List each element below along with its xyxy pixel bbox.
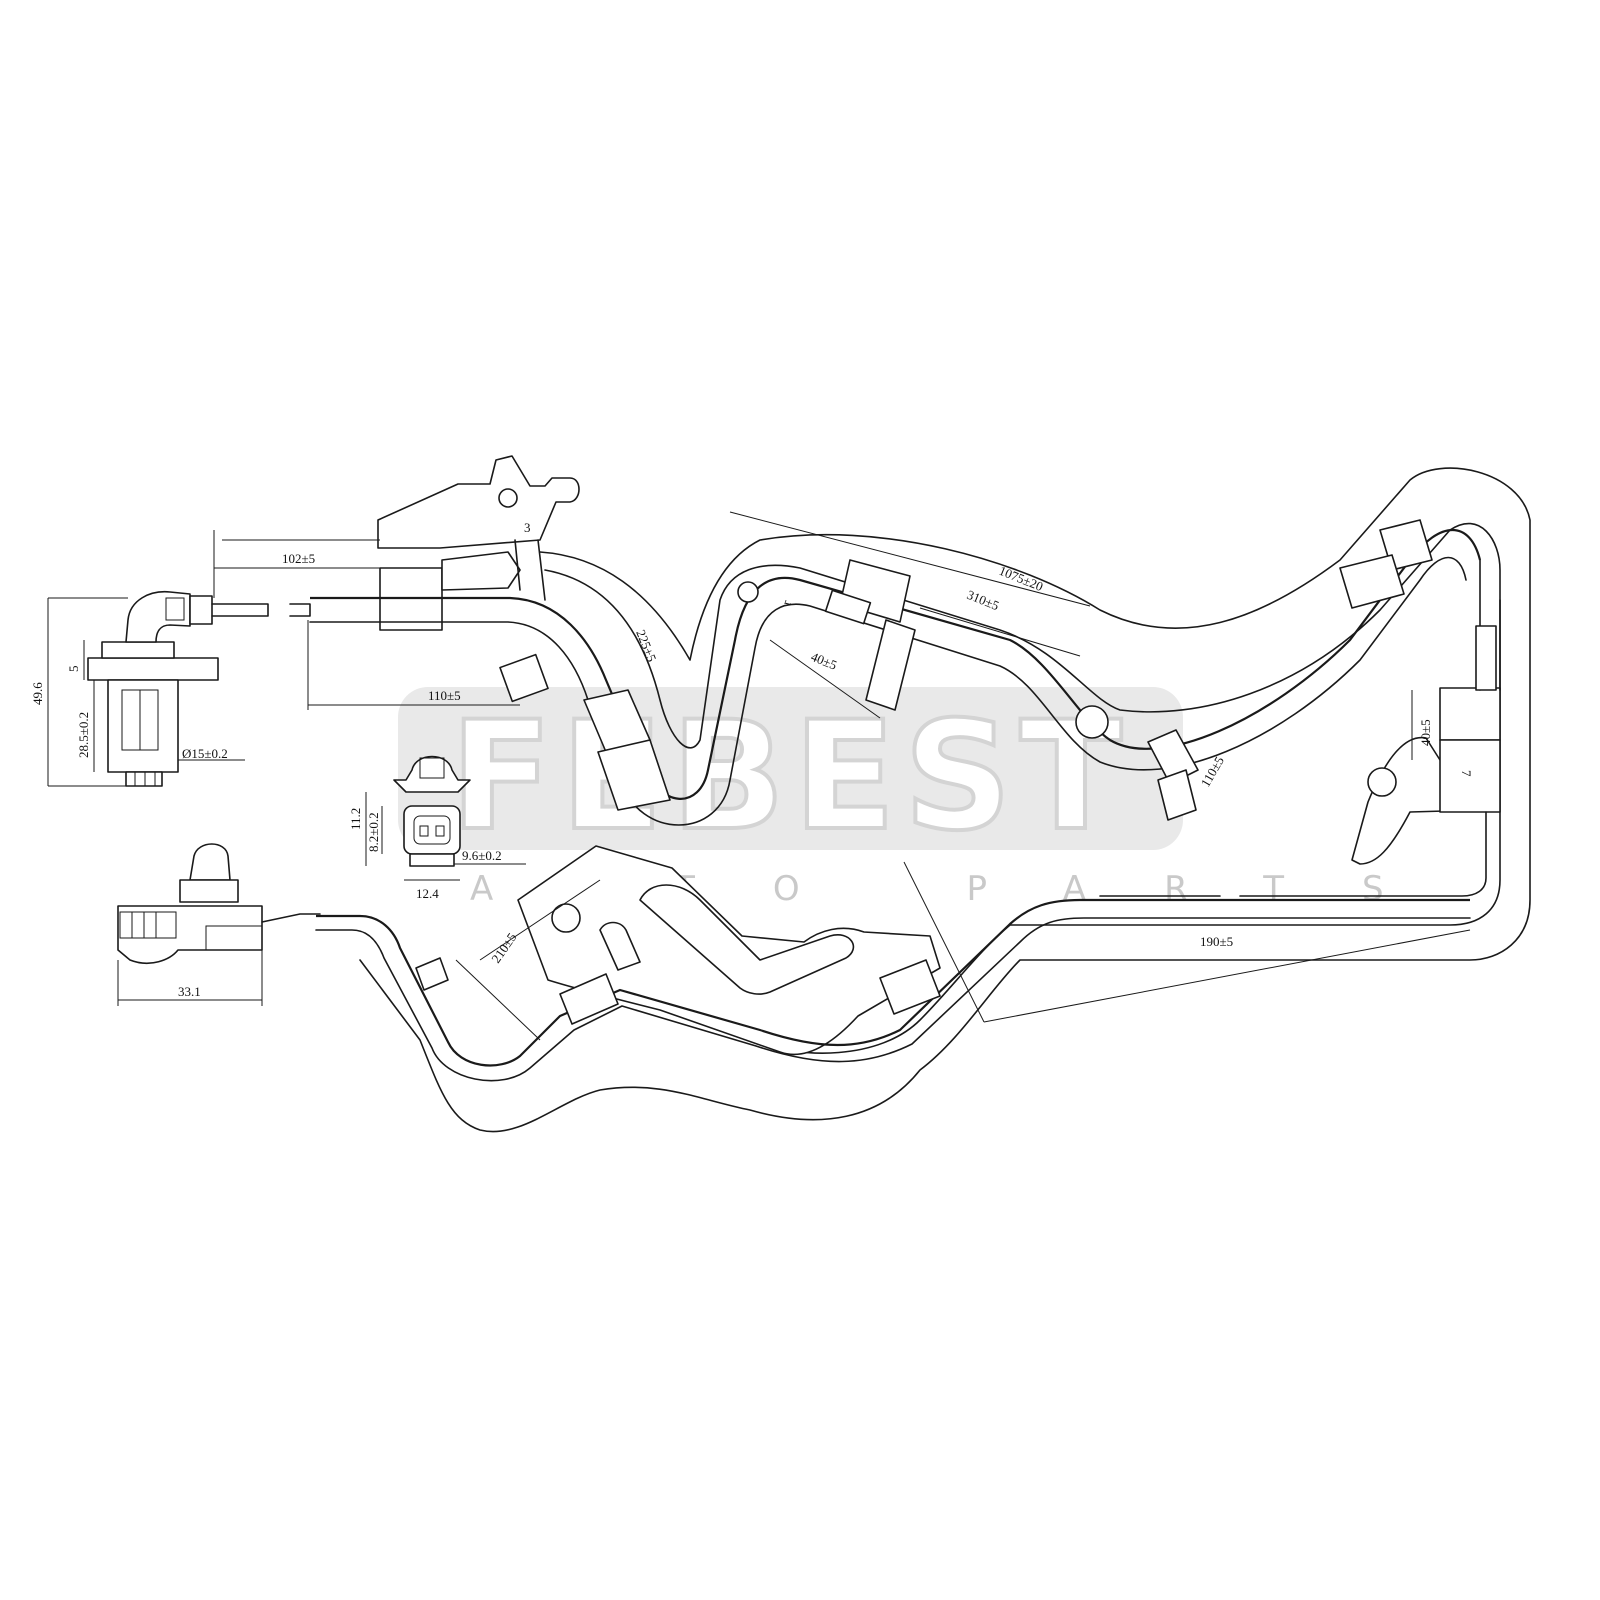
dim-190: 190±5 — [1200, 934, 1233, 949]
clip-a — [499, 653, 549, 703]
lower-clips — [415, 625, 1497, 1025]
upper-hole-small — [737, 581, 759, 603]
right-bracket: 7 40±5 — [1099, 559, 1501, 897]
dim-210: 210±5 — [488, 930, 519, 966]
dim-33-1: 33.1 — [178, 984, 201, 999]
dim-5: 5 — [66, 666, 81, 673]
lower-cable — [316, 898, 1470, 1067]
wheel-speed-sensor — [87, 591, 311, 787]
lower-bolt-hole — [551, 903, 581, 933]
dim-102: 102±5 — [282, 551, 315, 566]
dim-phi15: Ø15±0.2 — [182, 746, 228, 761]
lower-bracket — [517, 845, 941, 1056]
lower-clip-a — [559, 973, 619, 1025]
right-clamp-top — [1439, 687, 1501, 741]
watermark-backplate — [398, 687, 1183, 850]
marker-3: 3 — [524, 520, 531, 535]
connector-latch — [393, 755, 471, 793]
sensor-flange — [87, 657, 219, 681]
dim-9-6: 9.6±0.2 — [462, 848, 502, 863]
dim-40-top: 40±5 — [809, 649, 839, 673]
upper-clips — [499, 519, 1433, 821]
right-bolt-hole — [1367, 767, 1397, 797]
dim-49-6: 49.6 — [30, 682, 45, 705]
sensor-body — [107, 679, 179, 773]
dim-40-right: 40±5 — [1418, 719, 1433, 746]
dim-28-5: 28.5±0.2 — [76, 712, 91, 758]
upper-mounting-plate — [377, 455, 580, 549]
dim-1075: 1075±20 — [997, 563, 1045, 594]
pin-1 — [419, 825, 429, 837]
harness-inner-outline — [544, 522, 1501, 1054]
sensor-elbow — [125, 591, 191, 643]
connector-housing — [403, 805, 461, 855]
dim-8-2: 8.2±0.2 — [366, 812, 381, 852]
upper-bolt-hole — [498, 488, 518, 508]
dim-110: 110±5 — [428, 688, 461, 703]
sensor-collar — [101, 641, 175, 659]
lower-cable-edge — [315, 917, 1471, 1082]
marker-7: 7 — [1459, 770, 1474, 777]
febest-watermark: FEBEST AUTO PARTS — [398, 687, 1384, 909]
sensor-dimensions: 49.6 5 28.5±0.2 Ø15±0.2 — [30, 597, 245, 787]
lower-slot — [639, 884, 855, 995]
lower-clip-b — [879, 959, 941, 1015]
upper-bracket: 3 — [377, 455, 580, 631]
side-body — [117, 905, 263, 965]
connector-front-view: 11.2 8.2±0.2 9.6±0.2 12.4 — [348, 755, 526, 901]
sensor-tip — [125, 771, 163, 787]
right-clamp-bottom — [1439, 739, 1501, 813]
sensor-grommet — [189, 595, 213, 625]
dim-11-2: 11.2 — [348, 808, 363, 830]
marker-r: r — [778, 598, 794, 607]
pin-2 — [435, 825, 445, 837]
dim-310: 310±5 — [965, 587, 1001, 613]
dim-12-4: 12.4 — [416, 886, 439, 901]
side-latch — [189, 843, 231, 881]
connector-side-view: 33.1 — [117, 843, 321, 1006]
harness-outline — [359, 467, 1531, 1133]
watermark-brand: FEBEST — [450, 690, 1130, 864]
dim-225: 225±5 — [633, 628, 659, 664]
mid-bolt-hole — [1075, 705, 1109, 739]
dim-110-right: 110±5 — [1198, 754, 1227, 790]
